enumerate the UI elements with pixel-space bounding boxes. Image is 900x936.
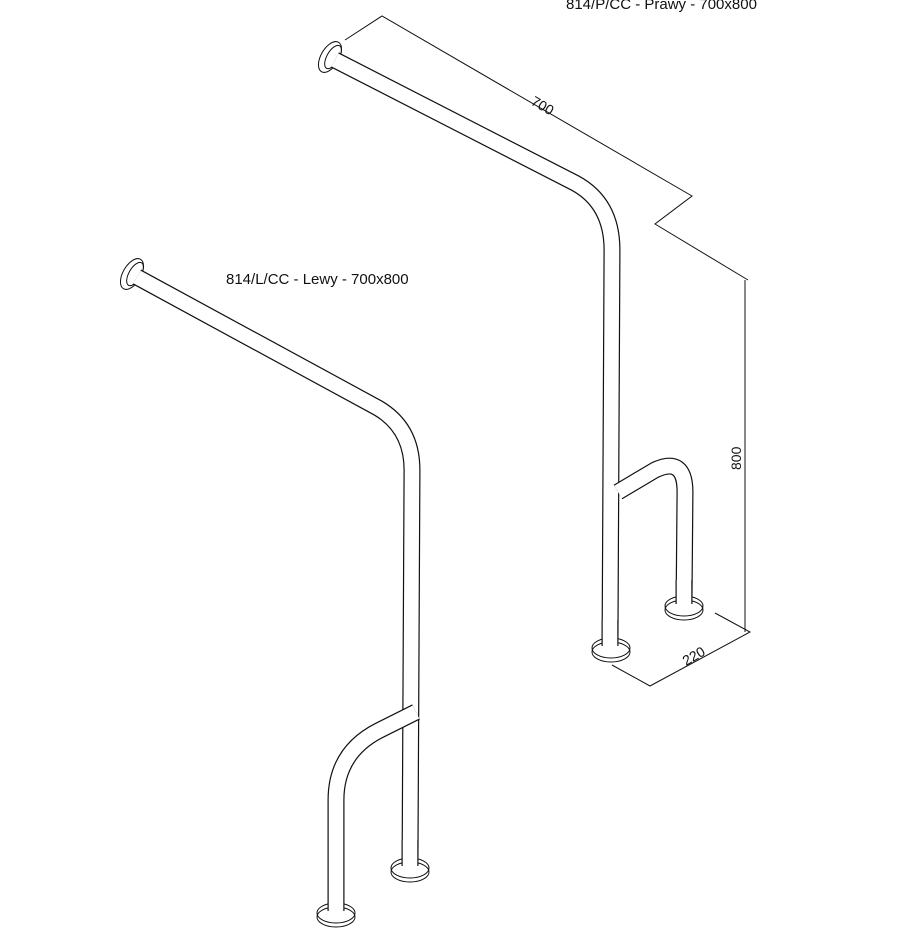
left-bar-label: 814/L/CC - Lewy - 700x800 <box>226 271 409 288</box>
dimension-height: 800 <box>728 446 744 470</box>
right-bar-label: 814/P/CC - Prawy - 700x800 <box>566 0 757 13</box>
right-grab-bar <box>317 41 704 663</box>
left-grab-bar <box>119 258 430 928</box>
dimension-lines <box>344 15 752 687</box>
dimension-depth: 220 <box>680 643 708 669</box>
